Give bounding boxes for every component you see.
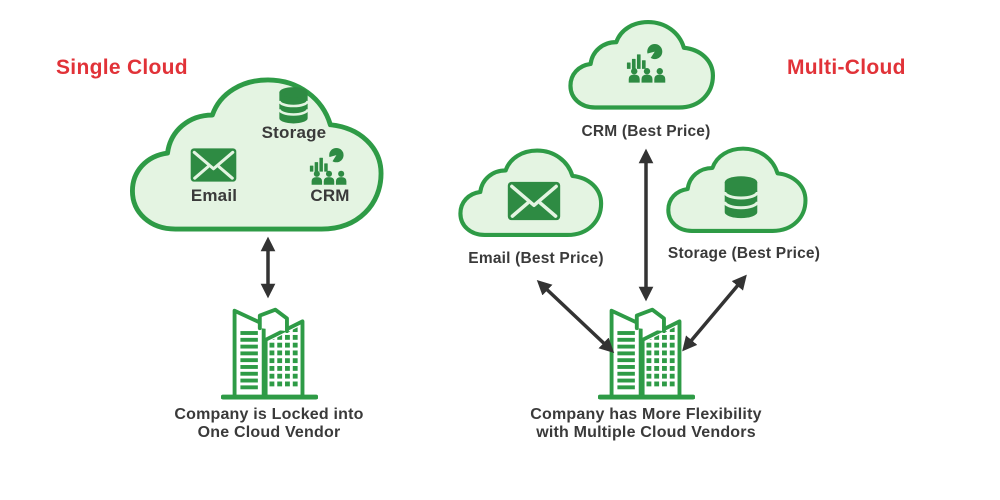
crm-cloud-label: CRM (Best Price) [581,123,711,140]
envelope-icon [190,148,237,182]
storage-service-label: Storage [261,123,327,142]
caption-line: Company has More Flexibility [530,406,762,423]
caption-line: Company is Locked into [174,406,364,423]
crm-chart-people-icon [309,147,347,185]
multi-cloud-title: Multi-Cloud [787,56,906,79]
multi-cloud-caption: Company has More Flexibility with Multip… [530,406,761,441]
building-icon [598,307,695,400]
single-cloud-title: Single Cloud [56,56,188,79]
single-cloud-caption: Company is Locked into One Cloud Vendor [174,406,363,441]
envelope-icon [507,181,561,221]
database-icon [723,176,759,219]
email-service-label: Email [190,186,238,205]
caption-line: One Cloud Vendor [197,423,341,441]
caption-line: with Multiple Cloud Vendors [536,423,756,441]
storage-cloud-label: Storage (Best Price) [667,245,821,262]
cloud-icon [129,77,384,232]
crm-service-label: CRM [310,186,350,205]
crm-cloud-shape [566,14,728,115]
database-icon [278,87,309,124]
cloud-icon [568,19,716,110]
building-icon [221,307,318,400]
single-cloud-shape: Storage Email [124,76,408,232]
email-cloud-shape [456,143,616,242]
storage-cloud-shape [664,141,820,238]
email-cloud-label: Email (Best Price) [468,250,604,267]
crm-chart-people-icon [626,44,666,83]
